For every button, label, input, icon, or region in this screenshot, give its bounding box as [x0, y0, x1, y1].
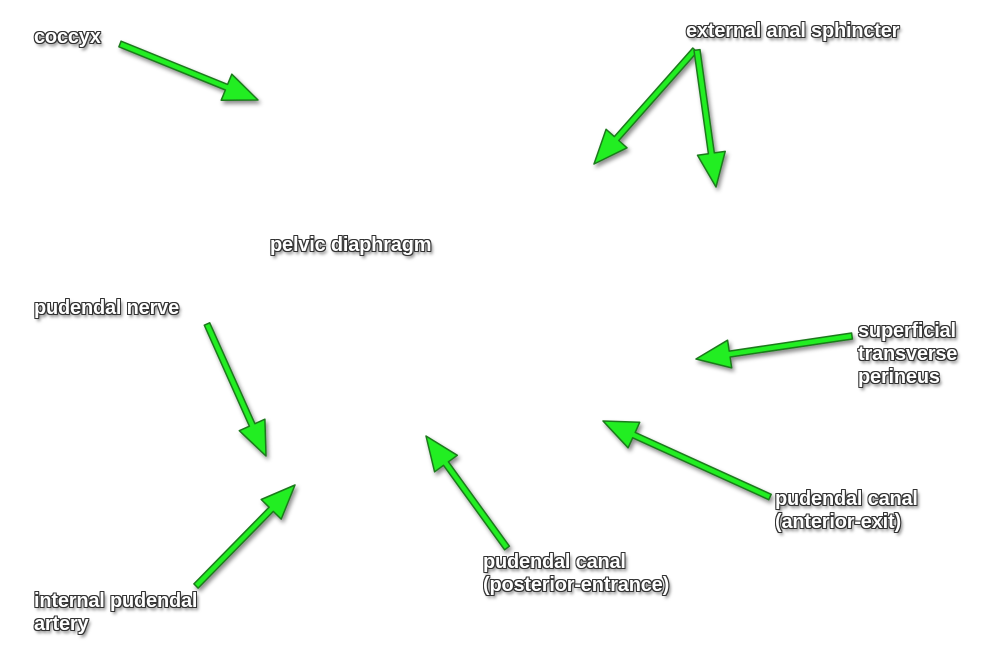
arrow-internal-pudendal-artery [193, 484, 296, 589]
label-line: pudendal canal [483, 551, 626, 573]
label-coccyx: coccyx [34, 26, 101, 48]
label-line: (posterior-entrance) [483, 574, 670, 596]
label-internal-pudendal-artery: internal pudendal artery [34, 590, 197, 636]
arrow-ext-anal-sphincter-1 [593, 47, 698, 165]
arrow-superficial-transverse [695, 332, 854, 369]
label-pelvic-diaphragm: pelvic diaphragm [270, 234, 432, 256]
arrow-ext-anal-sphincter-2 [693, 48, 726, 188]
label-line: pudendal canal [775, 488, 918, 510]
label-line: internal pudendal [34, 590, 198, 612]
arrow-pudendal-canal-posterior [425, 435, 511, 551]
label-line: (anterior-exit) [775, 511, 901, 533]
label-line: perineus [858, 366, 940, 388]
label-pudendal-canal-posterior: pudendal canal (posterior-entrance) [483, 551, 669, 597]
label-external-anal-sphincter: external anal sphincter [686, 20, 900, 42]
arrow-coccyx [118, 40, 259, 101]
label-pudendal-canal-anterior: pudendal canal (anterior-exit) [775, 488, 918, 534]
label-line: artery [34, 613, 89, 635]
label-line: transverse [858, 343, 958, 365]
arrow-pudendal-nerve [203, 322, 267, 457]
label-pudendal-nerve: pudendal nerve [34, 297, 180, 319]
label-superficial-transverse-perineus: superficial transverse perineus [858, 320, 957, 389]
arrow-pudendal-canal-anterior [602, 420, 772, 501]
label-line: superficial [858, 320, 956, 342]
